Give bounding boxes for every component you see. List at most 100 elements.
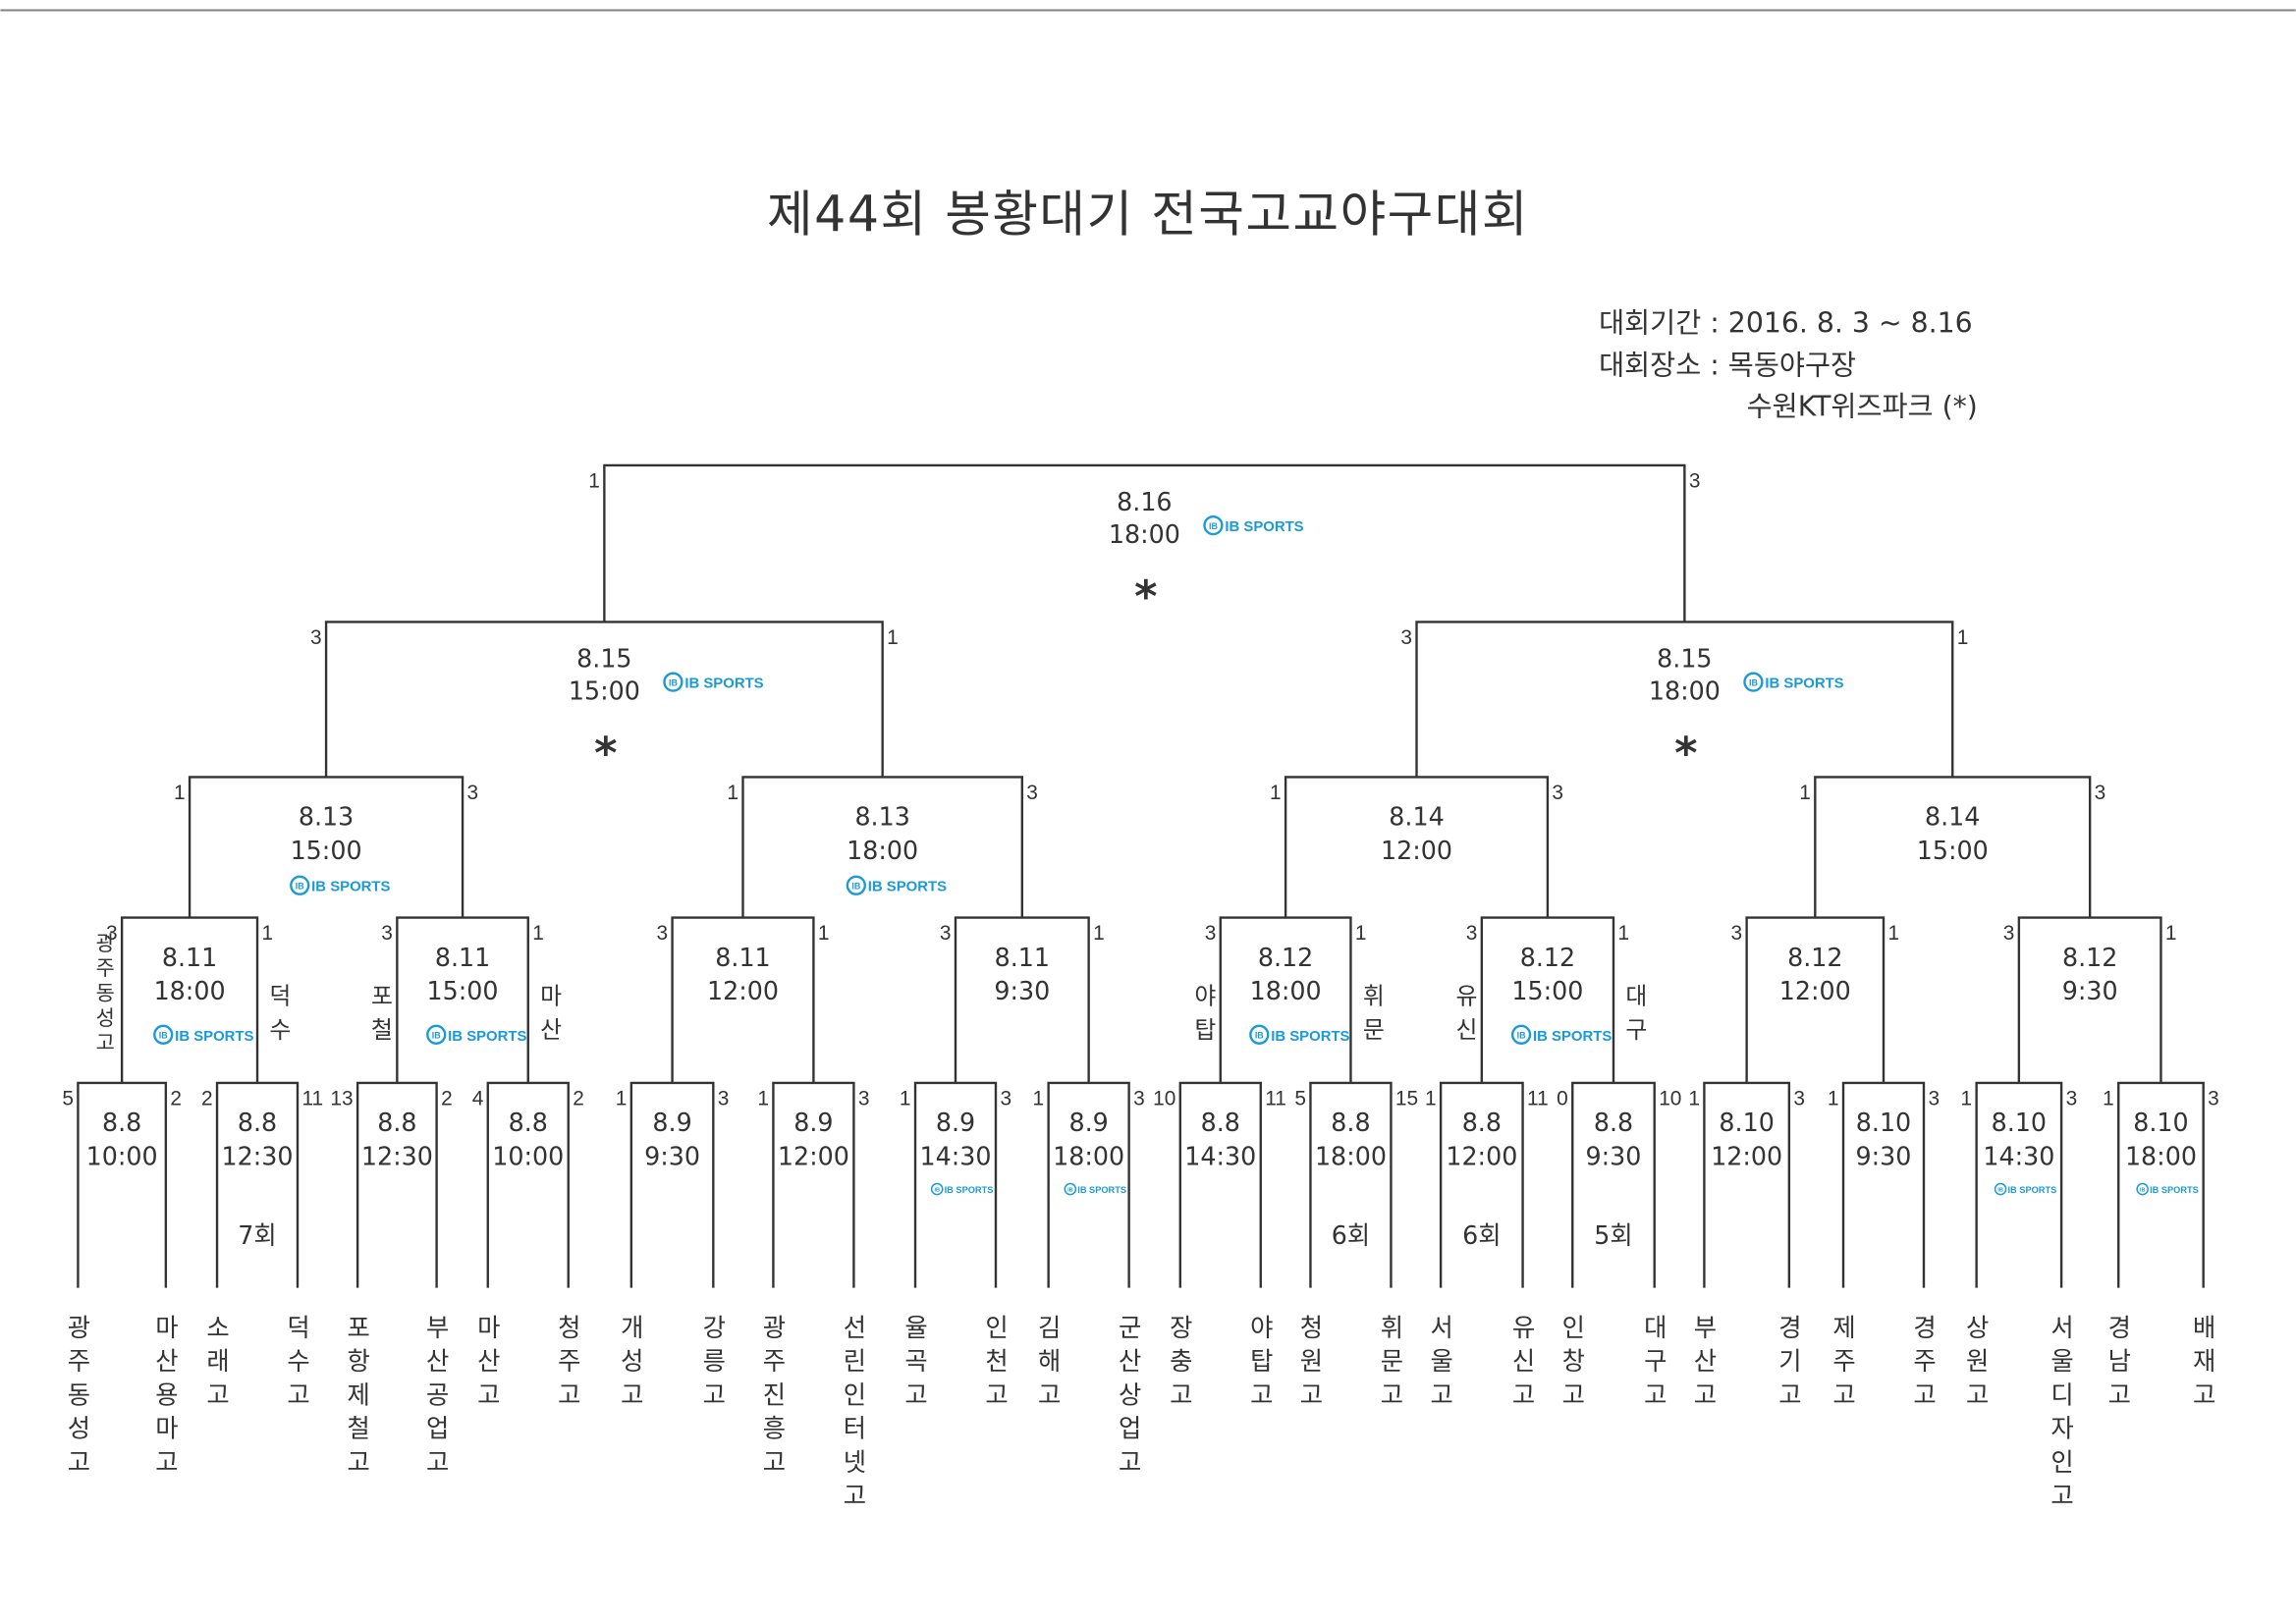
innings-note: 5회 (1594, 1220, 1632, 1250)
ib-sports-icon (426, 1024, 447, 1045)
advancing-team-label: 덕수 (264, 984, 292, 1052)
game-time: 18:00 (2125, 1141, 2197, 1170)
score-left: 1 (1828, 1087, 1839, 1109)
game-date: 8.16 (1117, 487, 1172, 516)
advancing-team-label: 광주동성고 (92, 932, 116, 1056)
ib-sports-label: IB SPORTS (1225, 519, 1303, 535)
ib-sports-label: IB SPORTS (448, 1029, 526, 1045)
kt-wiz-park-marker: * (1674, 728, 1697, 780)
score-left: 1 (616, 1087, 628, 1109)
bracket-line (603, 463, 1686, 622)
score-right: 11 (1527, 1087, 1549, 1109)
ib-sports-icon (1994, 1182, 2007, 1196)
game-time: 14:30 (1983, 1141, 2054, 1170)
game-time: 12:30 (361, 1141, 433, 1170)
game-date: 8.14 (1389, 802, 1444, 832)
score-right: 1 (261, 922, 273, 945)
score-right: 2 (170, 1087, 182, 1109)
ib-sports-label: IB SPORTS (868, 880, 947, 895)
game-time: 18:00 (1315, 1141, 1387, 1170)
team-name: 마산용마고 (151, 1314, 181, 1482)
score-left: 5 (62, 1087, 74, 1109)
game-time: 12:00 (778, 1141, 849, 1170)
score-right: 3 (1689, 469, 1701, 492)
score-right: 1 (1957, 626, 1969, 649)
score-left: 1 (1425, 1087, 1437, 1109)
game-time: 12:00 (1446, 1141, 1517, 1170)
game-date: 8.8 (1201, 1108, 1240, 1137)
score-right: 11 (301, 1087, 323, 1109)
score-left: 3 (381, 922, 393, 945)
score-right: 1 (1887, 922, 1899, 945)
score-left: 5 (1294, 1087, 1306, 1109)
team-name: 상원고 (1962, 1314, 1992, 1415)
game-date: 8.8 (509, 1108, 548, 1137)
ib-sports-label: IB SPORTS (175, 1029, 253, 1045)
game-date: 8.8 (238, 1108, 277, 1137)
game-date: 8.9 (936, 1108, 975, 1137)
team-name: 제주고 (1829, 1314, 1858, 1415)
ib-sports-label: IB SPORTS (1271, 1029, 1349, 1045)
game-time: 12:00 (1779, 976, 1851, 1005)
game-time: 12:00 (707, 976, 779, 1005)
game-time: 15:00 (427, 976, 499, 1005)
game-date: 8.8 (1462, 1108, 1502, 1137)
score-left: 1 (2103, 1087, 2114, 1109)
team-name: 서울디자인고 (2047, 1314, 2076, 1516)
game-date: 8.9 (793, 1108, 833, 1137)
score-left: 0 (1557, 1087, 1568, 1109)
score-right: 3 (2066, 1087, 2078, 1109)
ib-sports-icon-text: IB (432, 1031, 441, 1041)
team-name: 경남고 (2104, 1314, 2133, 1415)
ib-sports-icon (1743, 672, 1764, 692)
game-time: 15:00 (291, 836, 362, 865)
game-date: 8.10 (2133, 1108, 2188, 1137)
team-name: 경주고 (1909, 1314, 1939, 1415)
game-time: 9:30 (2062, 976, 2118, 1005)
game-date: 8.13 (854, 802, 909, 832)
game-date: 8.12 (1258, 943, 1313, 972)
score-left: 10 (1153, 1087, 1175, 1109)
score-right: 3 (1133, 1087, 1145, 1109)
ib-sports-icon-text: IB (1067, 1187, 1073, 1193)
game-date: 8.11 (995, 943, 1050, 972)
ib-sports-icon-text: IB (1517, 1031, 1526, 1041)
game-time: 9:30 (994, 976, 1050, 1005)
score-left: 1 (1799, 782, 1811, 804)
game-date: 8.9 (1068, 1108, 1108, 1137)
team-name: 대구고 (1640, 1314, 1669, 1415)
tournament-period: 대회기간 : 2016. 8. 3 ~ 8.16 (1599, 306, 1973, 339)
score-left: 1 (174, 782, 186, 804)
game-date: 8.12 (2062, 943, 2117, 972)
score-right: 10 (1659, 1087, 1681, 1109)
game-date: 8.14 (1925, 802, 1980, 832)
game-time: 9:30 (1856, 1141, 1912, 1170)
score-left: 3 (1466, 922, 1478, 945)
game-time: 9:30 (1586, 1141, 1642, 1170)
team-name: 청주고 (554, 1314, 583, 1415)
game-date: 8.13 (299, 802, 354, 832)
team-name: 야탑고 (1246, 1314, 1276, 1415)
game-date: 8.8 (1594, 1108, 1633, 1137)
game-time: 18:00 (1250, 976, 1322, 1005)
advancing-team-label: 유신 (1450, 984, 1478, 1052)
score-right: 11 (1265, 1087, 1286, 1109)
ib-sports-label: IB SPORTS (2150, 1185, 2199, 1195)
team-name: 광주동성고 (63, 1314, 92, 1482)
ib-sports-label: IB SPORTS (684, 676, 763, 692)
innings-note: 6회 (1462, 1220, 1501, 1250)
game-time: 18:00 (1649, 676, 1721, 705)
game-date: 8.8 (377, 1108, 416, 1137)
team-name: 인창고 (1558, 1314, 1587, 1415)
game-date: 8.11 (715, 943, 770, 972)
ib-sports-icon (290, 875, 310, 895)
score-right: 2 (573, 1087, 584, 1109)
score-right: 1 (1617, 922, 1629, 945)
